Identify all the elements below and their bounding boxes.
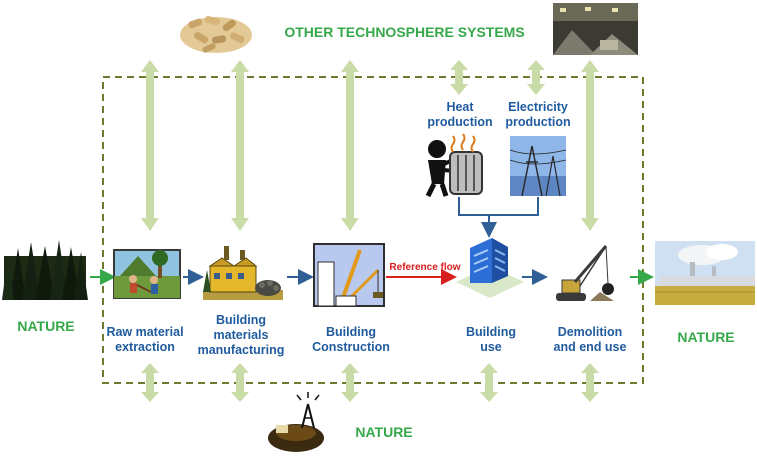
heat-to-use-line (458, 197, 489, 216)
bottom-arrow-raw (141, 363, 159, 402)
power-lines-icon (509, 136, 567, 197)
building-icon (456, 238, 524, 298)
building-materials-line2: materials (213, 328, 269, 342)
nature-left-label: NATURE (17, 318, 75, 334)
forest-icon (2, 240, 88, 300)
top-arrow-raw (141, 60, 159, 231)
building-materials-line1: Building (216, 313, 266, 327)
nature-right-label: NATURE (677, 329, 735, 345)
building-materials-label: Building materials manufacturing (196, 313, 286, 358)
raw-material-extraction-icon (113, 249, 181, 299)
landscape-photo (655, 241, 755, 305)
radiator-person-icon (425, 133, 483, 198)
top-arrow-electricity (527, 60, 545, 95)
factory-icon (203, 246, 283, 300)
heat-production-label: Heat production (420, 100, 500, 130)
top-arrow-construction (341, 60, 359, 231)
heat-production-line1: Heat (446, 100, 474, 114)
other-technosphere-title: OTHER TECHNOSPHERE SYSTEMS (284, 24, 525, 40)
raw-material-line2: extraction (115, 340, 175, 354)
building-use-label: Building use (446, 325, 536, 355)
electricity-production-line1: Electricity (508, 100, 568, 114)
heat-production-line2: production (427, 115, 493, 129)
bottom-arrow-demolition (581, 363, 599, 402)
oil-well-icon (268, 392, 324, 452)
bottom-arrow-use (480, 363, 498, 402)
top-arrow-heat (450, 60, 468, 95)
construction-crane-icon (313, 243, 385, 307)
top-arrow-materials (231, 60, 249, 231)
building-materials-line3: manufacturing (197, 343, 285, 357)
nature-bottom-label: NATURE (355, 424, 413, 440)
demolition-line2: and end use (553, 340, 627, 354)
system-boundary (102, 76, 644, 384)
bottom-exchange-arrows (141, 363, 599, 402)
building-use-line2: use (480, 340, 502, 354)
raw-material-label: Raw material extraction (100, 325, 190, 355)
reference-flow-label: Reference flow (389, 262, 461, 273)
bottom-arrow-materials (231, 363, 249, 402)
electricity-to-use-line (489, 197, 539, 216)
demolition-line1: Demolition (557, 325, 623, 339)
raw-material-line1: Raw material (106, 325, 184, 339)
recycling-facility-photo (553, 3, 638, 55)
electricity-production-label: Electricity production (497, 100, 579, 130)
building-construction-line1: Building (326, 325, 376, 339)
demolition-label: Demolition and end use (545, 325, 635, 355)
top-exchange-arrows (141, 60, 599, 231)
top-arrow-demolition (581, 60, 599, 231)
demolition-crane-icon (556, 245, 614, 301)
wood-pellets-icon (180, 15, 252, 53)
building-construction-line2: Construction (312, 340, 390, 354)
building-use-line1: Building (466, 325, 516, 339)
electricity-production-line2: production (505, 115, 571, 129)
bottom-arrow-construction (341, 363, 359, 402)
building-construction-label: Building Construction (306, 325, 396, 355)
